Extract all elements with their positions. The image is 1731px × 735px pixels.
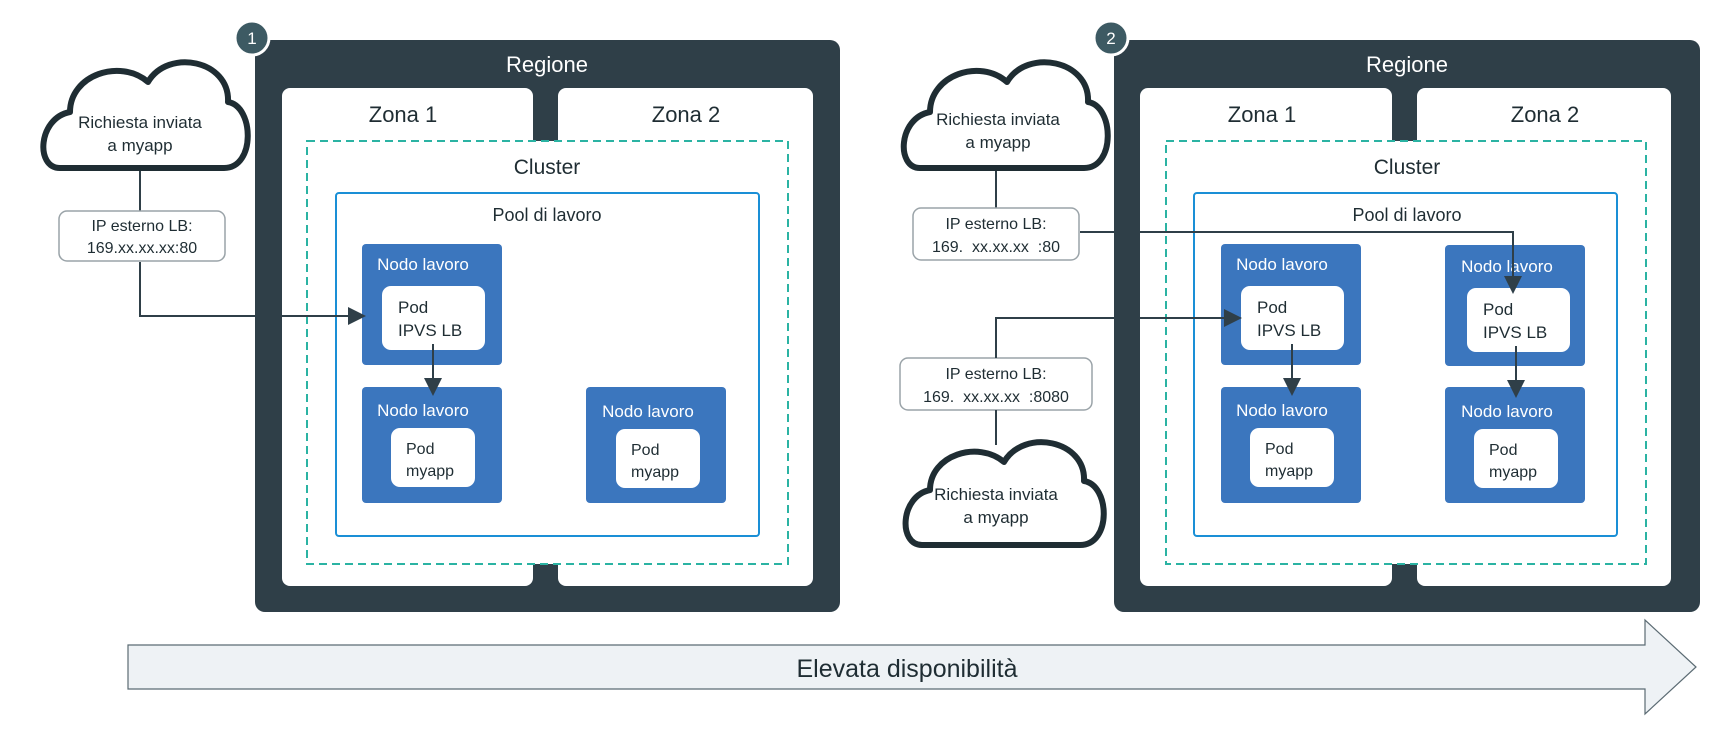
worker-pool-label: Pool di lavoro [1352,205,1461,225]
panel-1: 1 Regione Zona 1 Zona 2 Cluster Pool di … [40,19,840,612]
worker-node-label: Nodo lavoro [1461,257,1553,276]
pod-label: Pod [406,441,434,458]
request-flow-arrow [995,309,1242,358]
request-cloud: Richiesta inviata a myapp [902,439,1107,548]
cloud-text-line-1: Richiesta inviata [78,113,202,132]
pod-name: myapp [631,464,679,481]
pod-label: Pod [1265,441,1293,458]
zone-1-label: Zona 1 [369,102,438,127]
region-label: Regione [506,52,588,77]
pod-label: Pod [398,298,428,317]
worker-node-label: Nodo lavoro [602,402,694,421]
worker-node: Nodo lavoro Pod IPVS LB [362,244,502,365]
ip-label-line-1: IP esterno LB: [91,218,192,235]
request-flow-arrow [139,262,366,325]
step-number: 2 [1106,29,1115,48]
worker-node-label: Nodo lavoro [1236,401,1328,420]
cluster-label: Cluster [1374,156,1441,179]
pod-name: myapp [406,463,454,480]
cloud-text-line-2: a myapp [107,136,172,155]
zone-2-label: Zona 2 [1511,102,1580,127]
pod-name: IPVS LB [1257,321,1321,340]
ip-label-line-1: IP esterno LB: [945,216,1046,233]
pod-label: Pod [1483,300,1513,319]
worker-node: Nodo lavoro Pod myapp [362,387,502,503]
cloud-text-line-1: Richiesta inviata [936,110,1060,129]
zone-1-label: Zona 1 [1228,102,1297,127]
cloud-text-line-2: a myapp [963,508,1028,527]
pod-box [616,429,700,488]
pod-label: Pod [1489,442,1517,459]
pod-label: Pod [631,442,659,459]
external-ip-label: IP esterno LB: 169. xx.xx.xx :80 [912,207,1080,261]
worker-node: Nodo lavoro Pod IPVS LB [1445,245,1585,366]
worker-node: Nodo lavoro Pod myapp [1445,387,1585,503]
external-ip-label: IP esterno LB: 169.xx.xx.xx:80 [58,210,226,262]
zone-2-label: Zona 2 [652,102,721,127]
cloud-text-line-1: Richiesta inviata [934,485,1058,504]
external-ip-label: IP esterno LB: 169. xx.xx.xx :8080 [899,357,1093,411]
high-availability-label: Elevata disponibilità [797,655,1018,683]
worker-node-label: Nodo lavoro [377,401,469,420]
pod-name: myapp [1489,464,1537,481]
worker-node: Nodo lavoro Pod myapp [586,387,726,503]
ip-label-line-2: 169. xx.xx.xx :80 [932,239,1060,256]
panel-2: 2 Regione Zona 1 Zona 2 Cluster Pool di … [899,19,1700,612]
worker-node-label: Nodo lavoro [1236,255,1328,274]
request-cloud: Richiesta inviata a myapp [900,59,1111,171]
pod-box [1250,428,1334,487]
worker-pool-label: Pool di lavoro [492,205,601,225]
region-label: Regione [1366,52,1448,77]
pod-name: IPVS LB [1483,323,1547,342]
cloud-text-line-2: a myapp [965,133,1030,152]
ip-label-line-2: 169.xx.xx.xx:80 [87,240,197,257]
pod-label: Pod [1257,298,1287,317]
worker-node-label: Nodo lavoro [377,255,469,274]
ip-label-line-2: 169. xx.xx.xx :8080 [923,389,1069,406]
worker-node: Nodo lavoro Pod IPVS LB [1221,244,1361,365]
pod-box [391,428,475,487]
worker-node-label: Nodo lavoro [1461,402,1553,421]
request-flow-arrow [1080,231,1522,294]
request-cloud: Richiesta inviata a myapp [40,59,251,171]
step-number-badge [233,19,271,57]
step-number: 1 [247,29,256,48]
pod-box [1474,429,1558,488]
step-number-badge [1092,19,1130,57]
pod-box [1241,286,1344,350]
pod-box [1467,288,1570,352]
pod-box [382,286,485,350]
high-availability-arrow: Elevata disponibilità [127,618,1697,716]
worker-node: Nodo lavoro Pod myapp [1221,387,1361,503]
pod-name: IPVS LB [398,321,462,340]
ip-label-line-1: IP esterno LB: [945,366,1046,383]
pod-name: myapp [1265,463,1313,480]
cluster-label: Cluster [514,156,581,179]
